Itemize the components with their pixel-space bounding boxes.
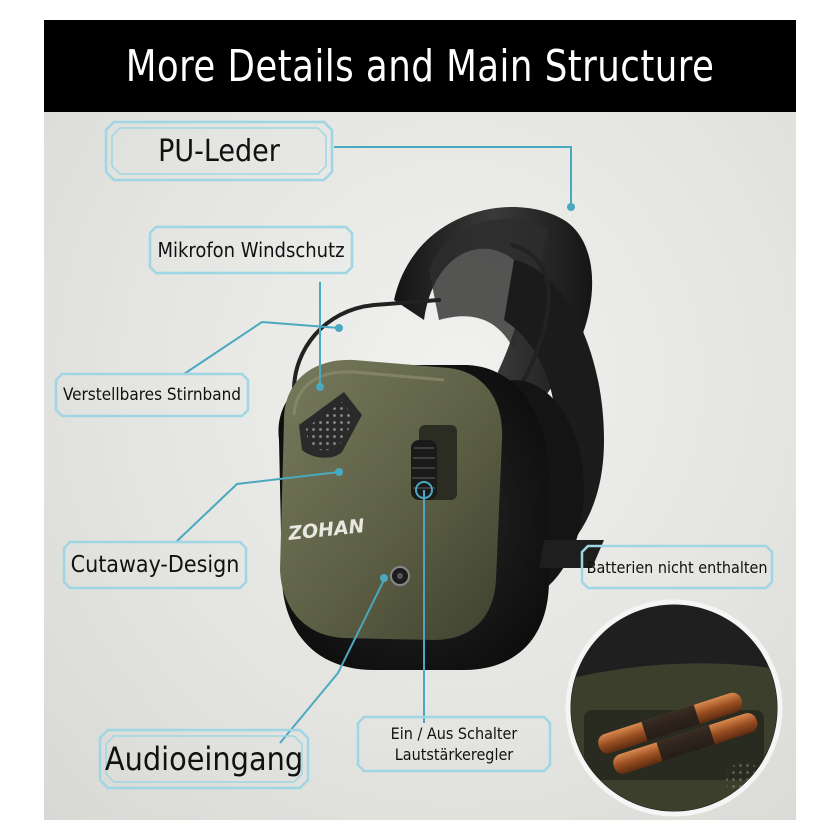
label-batteries: Batterien nicht enthalten: [580, 544, 774, 590]
label-audio-input-text: Audioeingang: [104, 740, 304, 778]
page-title: More Details and Main Structure: [125, 40, 715, 92]
wire-headband: [292, 243, 551, 422]
leader-lines: [175, 146, 572, 744]
label-cutaway-design: Cutaway-Design: [62, 540, 248, 590]
label-switch-line1: Ein / Aus Schalter: [390, 724, 518, 743]
label-pu-leather: PU-Leder: [104, 120, 334, 182]
label-mic-windscreen-text: Mikrofon Windschutz: [157, 238, 345, 262]
label-adjustable-headband-text: Verstellbares Stirnband: [62, 385, 242, 405]
earmuff-illustration: ZOHAN: [175, 146, 783, 817]
label-mic-windscreen: Mikrofon Windschutz: [148, 225, 354, 275]
label-cutaway-design-text: Cutaway-Design: [70, 552, 240, 578]
product-infographic: ZOHAN: [44, 20, 796, 820]
battery-compartment-inset: [565, 599, 783, 817]
label-pu-leather-text: PU-Leder: [158, 133, 280, 169]
label-audio-input: Audioeingang: [98, 728, 310, 790]
label-switch-line2: Lautstärkeregler: [394, 745, 514, 764]
earcup-shell: [280, 359, 503, 640]
header-banner: More Details and Main Structure: [44, 20, 796, 112]
label-adjustable-headband: Verstellbares Stirnband: [54, 372, 250, 418]
label-power-volume-switch: Ein / Aus Schalter Lautstärkeregler: [356, 715, 552, 773]
leader-dots: [316, 203, 575, 582]
label-batteries-text: Batterien nicht enthalten: [586, 557, 768, 577]
